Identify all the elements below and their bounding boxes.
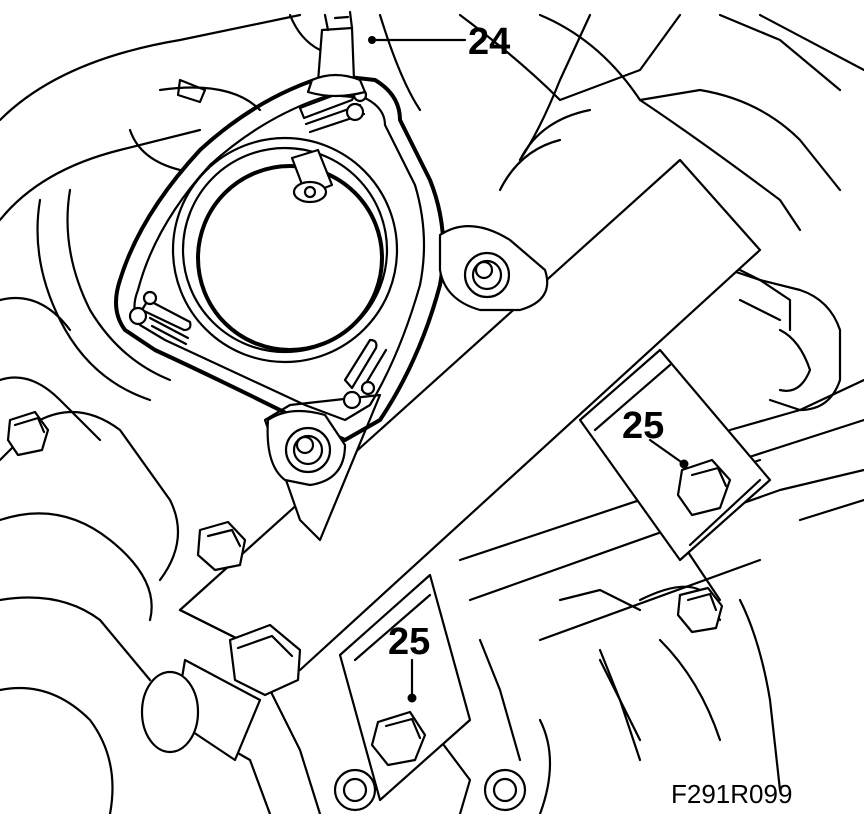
background-engine-block bbox=[0, 13, 864, 814]
mounting-strap-right bbox=[578, 348, 772, 562]
callout-25-bottom: 25 bbox=[388, 621, 430, 703]
oil-line-pipe bbox=[306, 10, 367, 98]
bolt-bottom-left bbox=[333, 768, 377, 812]
flange-plate bbox=[114, 73, 446, 442]
callout-25-bottom-label: 25 bbox=[388, 621, 430, 663]
callout-24-label: 24 bbox=[468, 21, 510, 63]
bolt-block-right bbox=[676, 586, 724, 634]
callout-25-right-label: 25 bbox=[622, 405, 664, 447]
bolt-block-left bbox=[196, 520, 247, 572]
bolt-bottom-mid bbox=[483, 768, 527, 812]
callout-25-right: 25 bbox=[622, 405, 689, 469]
bolt-strap-right bbox=[676, 458, 732, 517]
bolt-left bbox=[266, 409, 347, 487]
callout-24: 24 bbox=[368, 21, 510, 63]
bolt-far-left bbox=[6, 410, 50, 457]
bolt-lower-left bbox=[140, 623, 302, 762]
bolt-strap-bottom bbox=[370, 710, 427, 767]
bolt-upper-right bbox=[438, 225, 549, 312]
figure-reference-code: F291R099 bbox=[671, 779, 792, 809]
